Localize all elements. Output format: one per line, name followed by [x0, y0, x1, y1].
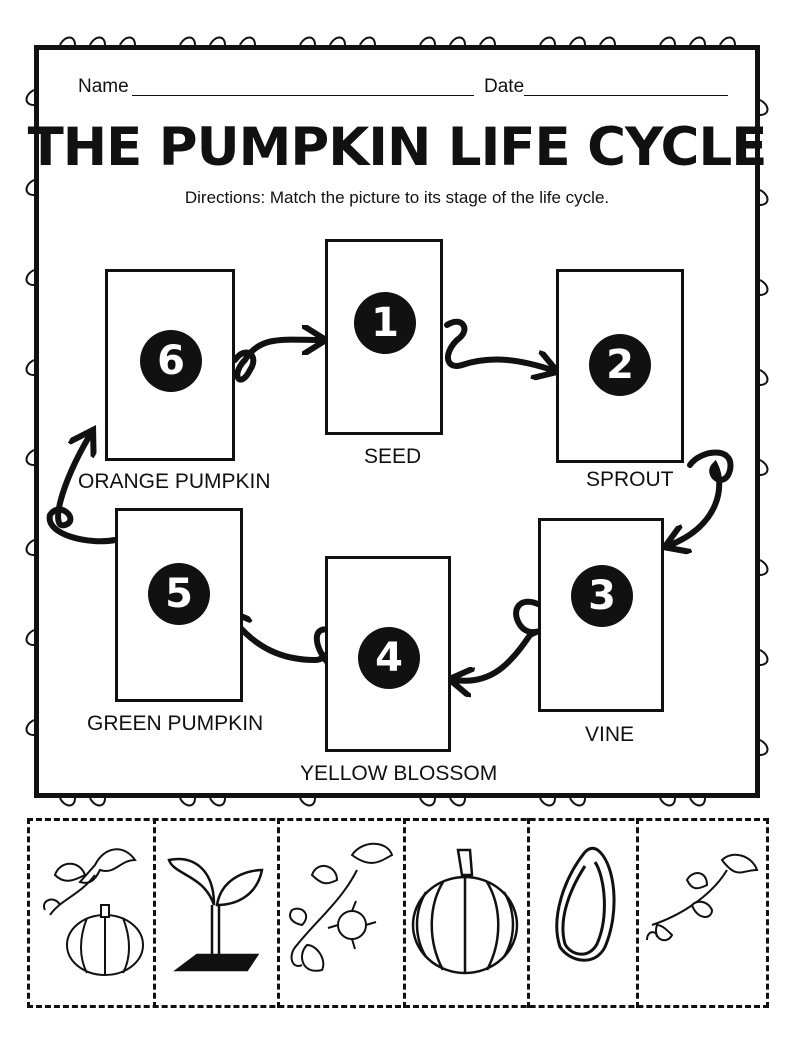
vine-picture[interactable] — [642, 830, 764, 995]
cutout-strip — [27, 818, 769, 1008]
stage-3-number: 3 — [571, 565, 633, 627]
stage-6-number: 6 — [140, 330, 202, 392]
arrow-2-to-3 — [670, 449, 734, 546]
arrow-3-to-4 — [455, 598, 543, 681]
cut-line — [636, 818, 639, 1008]
pumpkin-picture[interactable] — [408, 830, 523, 995]
name-field[interactable] — [132, 95, 474, 96]
seed-picture[interactable] — [535, 830, 630, 995]
stage-2-card[interactable]: 2 — [556, 269, 684, 463]
stage-6-label: ORANGE PUMPKIN — [78, 470, 271, 493]
stage-5-label: GREEN PUMPKIN — [87, 712, 264, 735]
stage-1-label: SEED — [364, 445, 422, 468]
stage-5-number: 5 — [148, 563, 210, 625]
date-field[interactable] — [524, 95, 728, 96]
directions-text: Directions: Match the picture to its sta… — [184, 188, 610, 207]
arrow-5-to-6 — [46, 435, 118, 545]
arrow-4-to-5 — [230, 615, 337, 668]
name-label: Name — [78, 76, 129, 97]
stage-4-number: 4 — [358, 627, 420, 689]
pumpkin-on-vine-picture[interactable] — [35, 830, 150, 995]
stage-3-card[interactable]: 3 — [538, 518, 664, 712]
cut-line — [527, 818, 530, 1008]
stage-2-number: 2 — [589, 334, 651, 396]
stage-1-number: 1 — [354, 292, 416, 354]
stage-5-card[interactable]: 5 — [115, 508, 243, 702]
stage-6-card[interactable]: 6 — [105, 269, 235, 461]
page-title: THE PUMPKIN LIFE CYCLE — [27, 117, 768, 178]
cut-line — [403, 818, 406, 1008]
stage-1-card[interactable]: 1 — [325, 239, 443, 435]
sprout-picture[interactable] — [162, 830, 270, 995]
arrow-6-to-1 — [232, 340, 320, 383]
stage-4-card[interactable]: 4 — [325, 556, 451, 752]
flowering-vine-picture[interactable] — [282, 830, 400, 995]
stage-3-label: VINE — [585, 723, 635, 746]
stage-4-label: YELLOW BLOSSOM — [300, 762, 498, 785]
cut-line — [277, 818, 280, 1008]
cut-line — [153, 818, 156, 1008]
stage-2-label: SPROUT — [586, 468, 674, 491]
arrow-1-to-2 — [444, 318, 552, 370]
date-label: Date — [484, 76, 525, 97]
